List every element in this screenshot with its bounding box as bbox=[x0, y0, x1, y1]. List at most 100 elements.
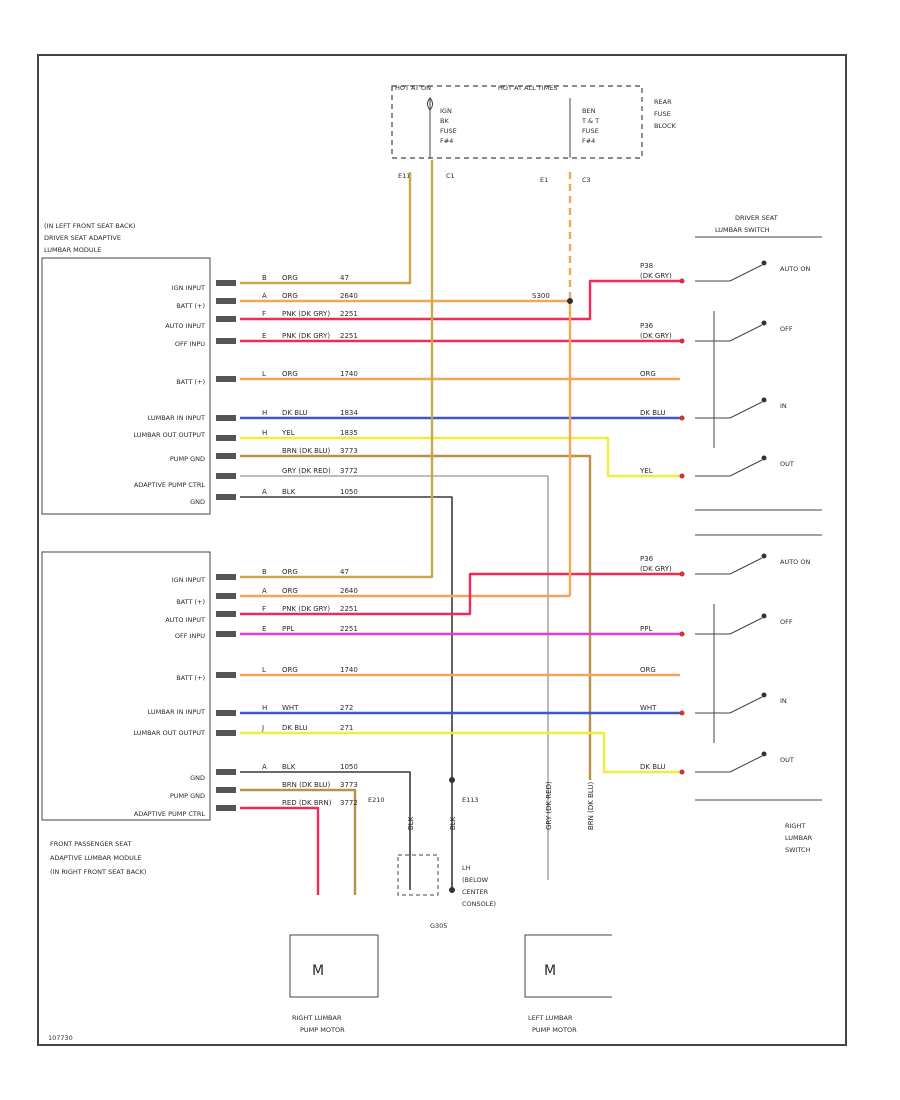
driver-wire-circuit-1: 2640 bbox=[340, 292, 358, 300]
driver-pin-9: GND bbox=[190, 498, 205, 506]
right-switch-blade-3 bbox=[729, 755, 763, 773]
pass-wire-color-8: BRN (DK BLU) bbox=[282, 781, 331, 789]
vertical-wire-label-0: BLK bbox=[407, 816, 415, 830]
pass-wire-color-1: ORG bbox=[282, 587, 298, 595]
driver-switch-title-2: LUMBAR SWITCH bbox=[715, 226, 770, 234]
driver-wire-color-8: GRY (DK RED) bbox=[282, 467, 331, 475]
pass-wire-color-0: ORG bbox=[282, 568, 298, 576]
passenger-pin-6: LUMBAR OUT OUTPUT bbox=[133, 729, 205, 737]
ground-junction-dot bbox=[449, 887, 455, 893]
driver-pin-0: IGN INPUT bbox=[172, 284, 205, 292]
driver-pin-5: LUMBAR IN INPUT bbox=[148, 414, 205, 422]
pass-wire-color-4: ORG bbox=[282, 666, 298, 674]
driver-wire-color-5: DK BLU bbox=[282, 409, 308, 417]
switch-wire-pin-5: P36 bbox=[640, 555, 654, 563]
passenger-pin-7: GND bbox=[190, 774, 205, 782]
switch-wire-color-9: DK BLU bbox=[640, 763, 666, 771]
pass-wire-circuit-7: 1050 bbox=[340, 763, 358, 771]
driver-wire-color-7: BRN (DK BLU) bbox=[282, 447, 331, 455]
passenger-connector-2 bbox=[216, 611, 236, 617]
pass-wire-circuit-4: 1740 bbox=[340, 666, 358, 674]
driver-connector-2 bbox=[216, 316, 236, 322]
wire-driver-gnd bbox=[240, 496, 453, 890]
fuse-right-l1: BEN bbox=[582, 107, 596, 115]
driver-wire-circuit-8: 3772 bbox=[340, 467, 358, 475]
ground-label-e113: E113 bbox=[462, 796, 479, 804]
driver-wire-color-9: BLK bbox=[282, 488, 296, 496]
passenger-connector-9 bbox=[216, 805, 236, 811]
right-motor-symbol: M bbox=[312, 963, 324, 979]
driver-wire-color-6: YEL bbox=[281, 429, 295, 437]
fuse-left: IGN BK FUSE F#4 bbox=[427, 97, 457, 158]
right-switch-contact-1 bbox=[761, 613, 767, 619]
ground-loc-4: CONSOLE) bbox=[462, 900, 496, 908]
driver-switch-blade-3 bbox=[729, 459, 763, 477]
passenger-connector-4 bbox=[216, 672, 236, 678]
pass-wire-pin-0: B bbox=[262, 568, 267, 576]
left-lumbar-pump-motor: M LEFT LUMBAR PUMP MOTOR bbox=[524, 934, 612, 1034]
fuse-left-l3: FUSE bbox=[440, 127, 457, 135]
wire-pass-gnd bbox=[240, 771, 411, 890]
pass-wire-circuit-6: 271 bbox=[340, 724, 353, 732]
pass-wire-circuit-1: 2640 bbox=[340, 587, 358, 595]
ground-label-e210: E210 bbox=[368, 796, 385, 804]
switch-wire-color-7: ORG bbox=[640, 666, 656, 674]
driver-pin-8: ADAPTIVE PUMP CTRL bbox=[134, 481, 206, 489]
pass-wire-pin-7: A bbox=[262, 763, 267, 771]
diagram-frame bbox=[37, 54, 847, 1046]
passenger-connector-5 bbox=[216, 710, 236, 716]
driver-module-title-2: DRIVER SEAT ADAPTIVE bbox=[44, 234, 121, 242]
conn-right-b: C3 bbox=[582, 176, 591, 184]
pass-wire-pin-1: A bbox=[262, 587, 267, 595]
vertical-wire-label-2: GRY (DK RED) bbox=[545, 781, 553, 830]
right-motor-label-1: RIGHT LUMBAR bbox=[292, 1014, 342, 1022]
pass-wire-color-7: BLK bbox=[282, 763, 296, 771]
driver-connector-0 bbox=[216, 280, 236, 286]
passenger-connector-7 bbox=[216, 769, 236, 775]
wire-driver-lumbar-out bbox=[240, 436, 680, 478]
driver-module-title-3: LUMBAR MODULE bbox=[44, 246, 101, 254]
fuse-block-label-2: FUSE bbox=[654, 110, 671, 118]
switch-wire-color-6: PPL bbox=[640, 625, 652, 633]
pass-wire-color-2: PNK (DK GRY) bbox=[282, 605, 330, 613]
driver-switch-label-3: OUT bbox=[780, 460, 794, 468]
driver-switch-label-1: OFF bbox=[780, 325, 793, 333]
right-switch-terminal-0 bbox=[679, 571, 685, 577]
driver-lumbar-switch: DRIVER SEAT LUMBAR SWITCH AUTO ONOFFINOU… bbox=[679, 214, 822, 511]
driver-wire-pin-2: F bbox=[262, 310, 266, 318]
passenger-connector-3 bbox=[216, 631, 236, 637]
driver-wire-circuit-9: 1050 bbox=[340, 488, 358, 496]
wire-pass-lumbar-out bbox=[240, 731, 680, 774]
wire-driver-pump-ctrl bbox=[240, 475, 549, 880]
driver-wire-pin-4: L bbox=[262, 370, 266, 378]
driver-wire-circuit-0: 47 bbox=[340, 274, 349, 282]
driver-switch-label-2: IN bbox=[780, 402, 787, 410]
diagram-code: 107730 bbox=[48, 1034, 73, 1042]
driver-wire-circuit-6: 1835 bbox=[340, 429, 358, 437]
pass-wire-circuit-9: 3772 bbox=[340, 799, 358, 807]
switch-wire-color-2: ORG bbox=[640, 370, 656, 378]
switch-wire-color-4: YEL bbox=[639, 467, 653, 475]
driver-wire-color-4: ORG bbox=[282, 370, 298, 378]
passenger-pin-9: ADAPTIVE PUMP CTRL bbox=[134, 810, 206, 818]
driver-connector-9 bbox=[216, 494, 236, 500]
passenger-module-title-1: FRONT PASSENGER SEAT bbox=[50, 840, 131, 848]
driver-wire-circuit-7: 3773 bbox=[340, 447, 358, 455]
driver-switch-terminal-0 bbox=[679, 278, 685, 284]
driver-lumbar-module: (IN LEFT FRONT SEAT BACK) DRIVER SEAT AD… bbox=[41, 222, 211, 515]
fuse-block-label-3: BLOCK bbox=[654, 122, 677, 130]
pass-wire-circuit-2: 2251 bbox=[340, 605, 358, 613]
wire-driver-ign bbox=[240, 172, 412, 285]
pass-wire-circuit-8: 3773 bbox=[340, 781, 358, 789]
right-switch-terminal-1 bbox=[679, 631, 685, 637]
right-switch-contact-0 bbox=[761, 553, 767, 559]
driver-switch-terminal-1 bbox=[679, 338, 685, 344]
right-switch-contact-3 bbox=[761, 751, 767, 757]
fuse-right-l2: T & T bbox=[581, 117, 599, 125]
driver-switch-contact-1 bbox=[761, 320, 767, 326]
switch-wire-color-3: DK BLU bbox=[640, 409, 666, 417]
